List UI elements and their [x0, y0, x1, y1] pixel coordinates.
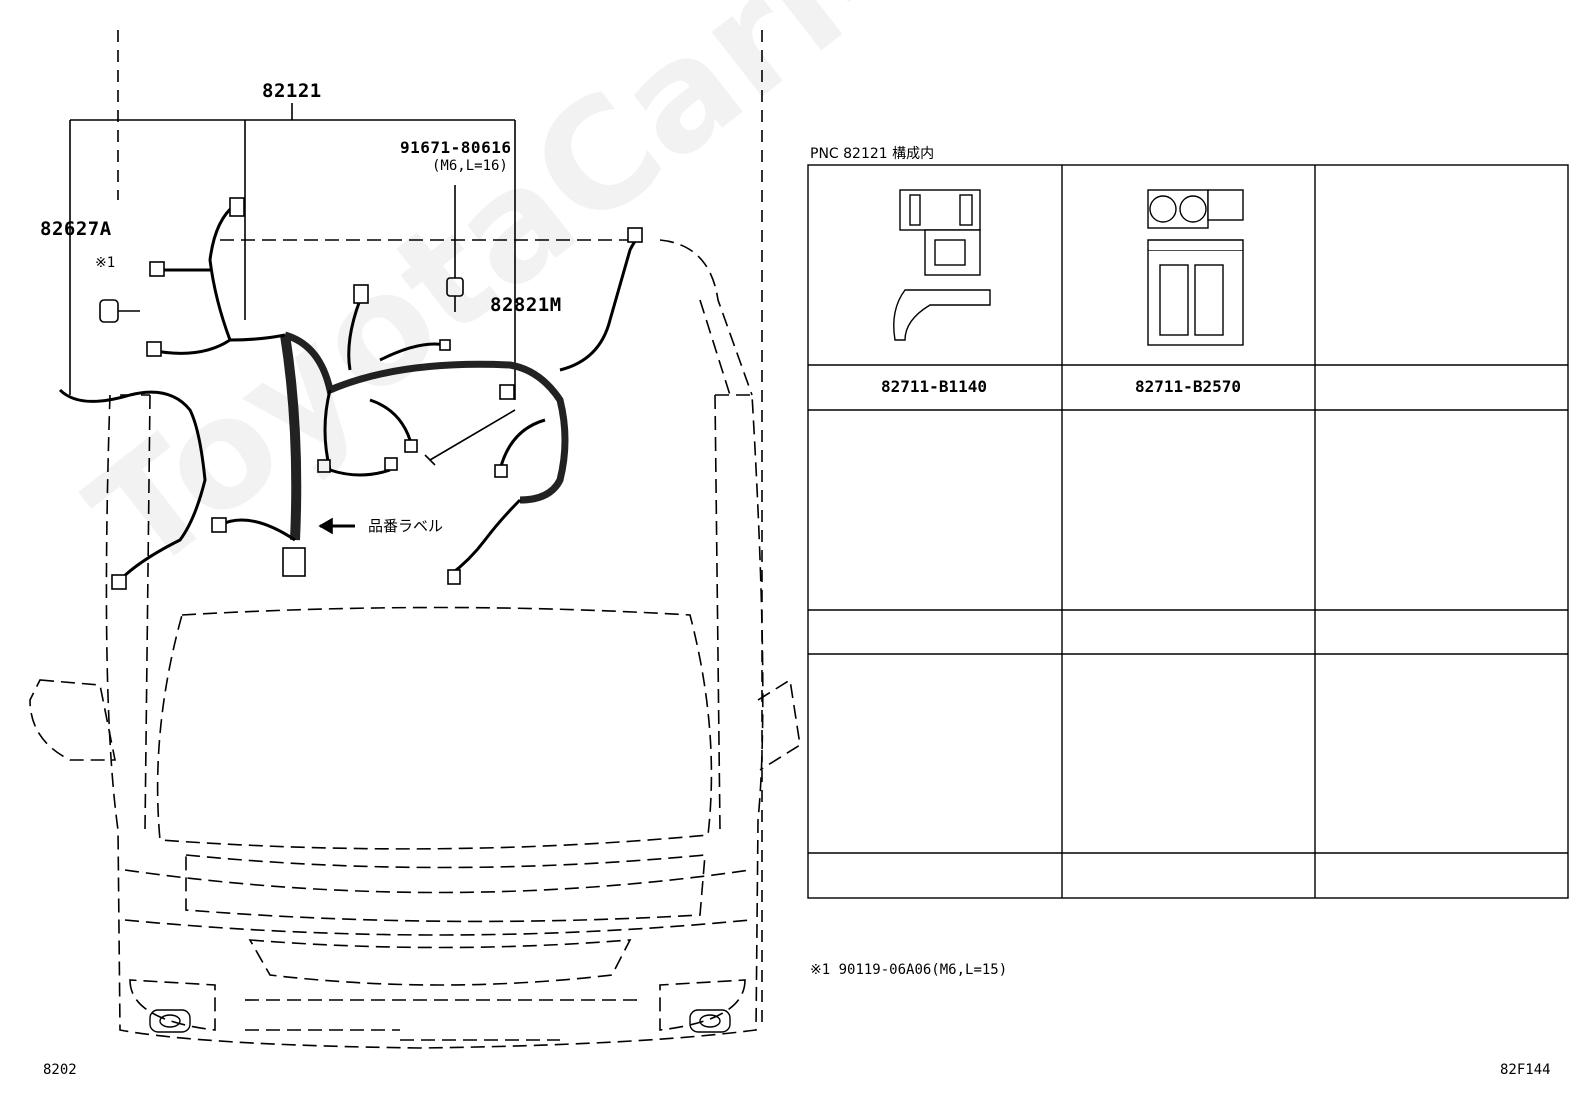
wire-harness — [58, 203, 642, 582]
corner-code-right: 82F144 — [1500, 1062, 1551, 1078]
parts-table — [807, 164, 1569, 899]
label-bolt-part: 91671-80616 — [400, 138, 512, 157]
label-part-number-tag: 品番ラベル — [368, 517, 444, 535]
relay-block-sketch-1 — [893, 189, 991, 341]
label-clamp-part: 82821M — [490, 294, 562, 316]
side-mirrors — [29, 678, 801, 771]
relay-block-sketch-2 — [1147, 189, 1244, 346]
bolt-icon-right — [446, 185, 464, 312]
label-main-part: 82121 — [262, 80, 322, 102]
connectors — [111, 197, 643, 590]
corner-code-left: 8202 — [43, 1062, 77, 1078]
table-cell-part: 82711-B1140 — [881, 377, 987, 396]
label-left-part: 82627A — [40, 218, 112, 240]
front-grille — [129, 939, 746, 1041]
headlamps — [149, 1009, 731, 1033]
bolt-icon-left — [99, 299, 140, 323]
table-cell-part: 82711-B2570 — [1135, 377, 1241, 396]
hood-outline — [124, 606, 751, 936]
label-bolt-spec: (M6,L=16) — [432, 158, 508, 174]
vehicle-outline — [105, 394, 764, 1049]
table-header: PNC 82121 構成内 — [810, 146, 935, 162]
label-bolt-ref: ※1 — [95, 255, 116, 271]
footnote: ※1 90119-06A06(M6,L=15) — [810, 962, 1008, 978]
